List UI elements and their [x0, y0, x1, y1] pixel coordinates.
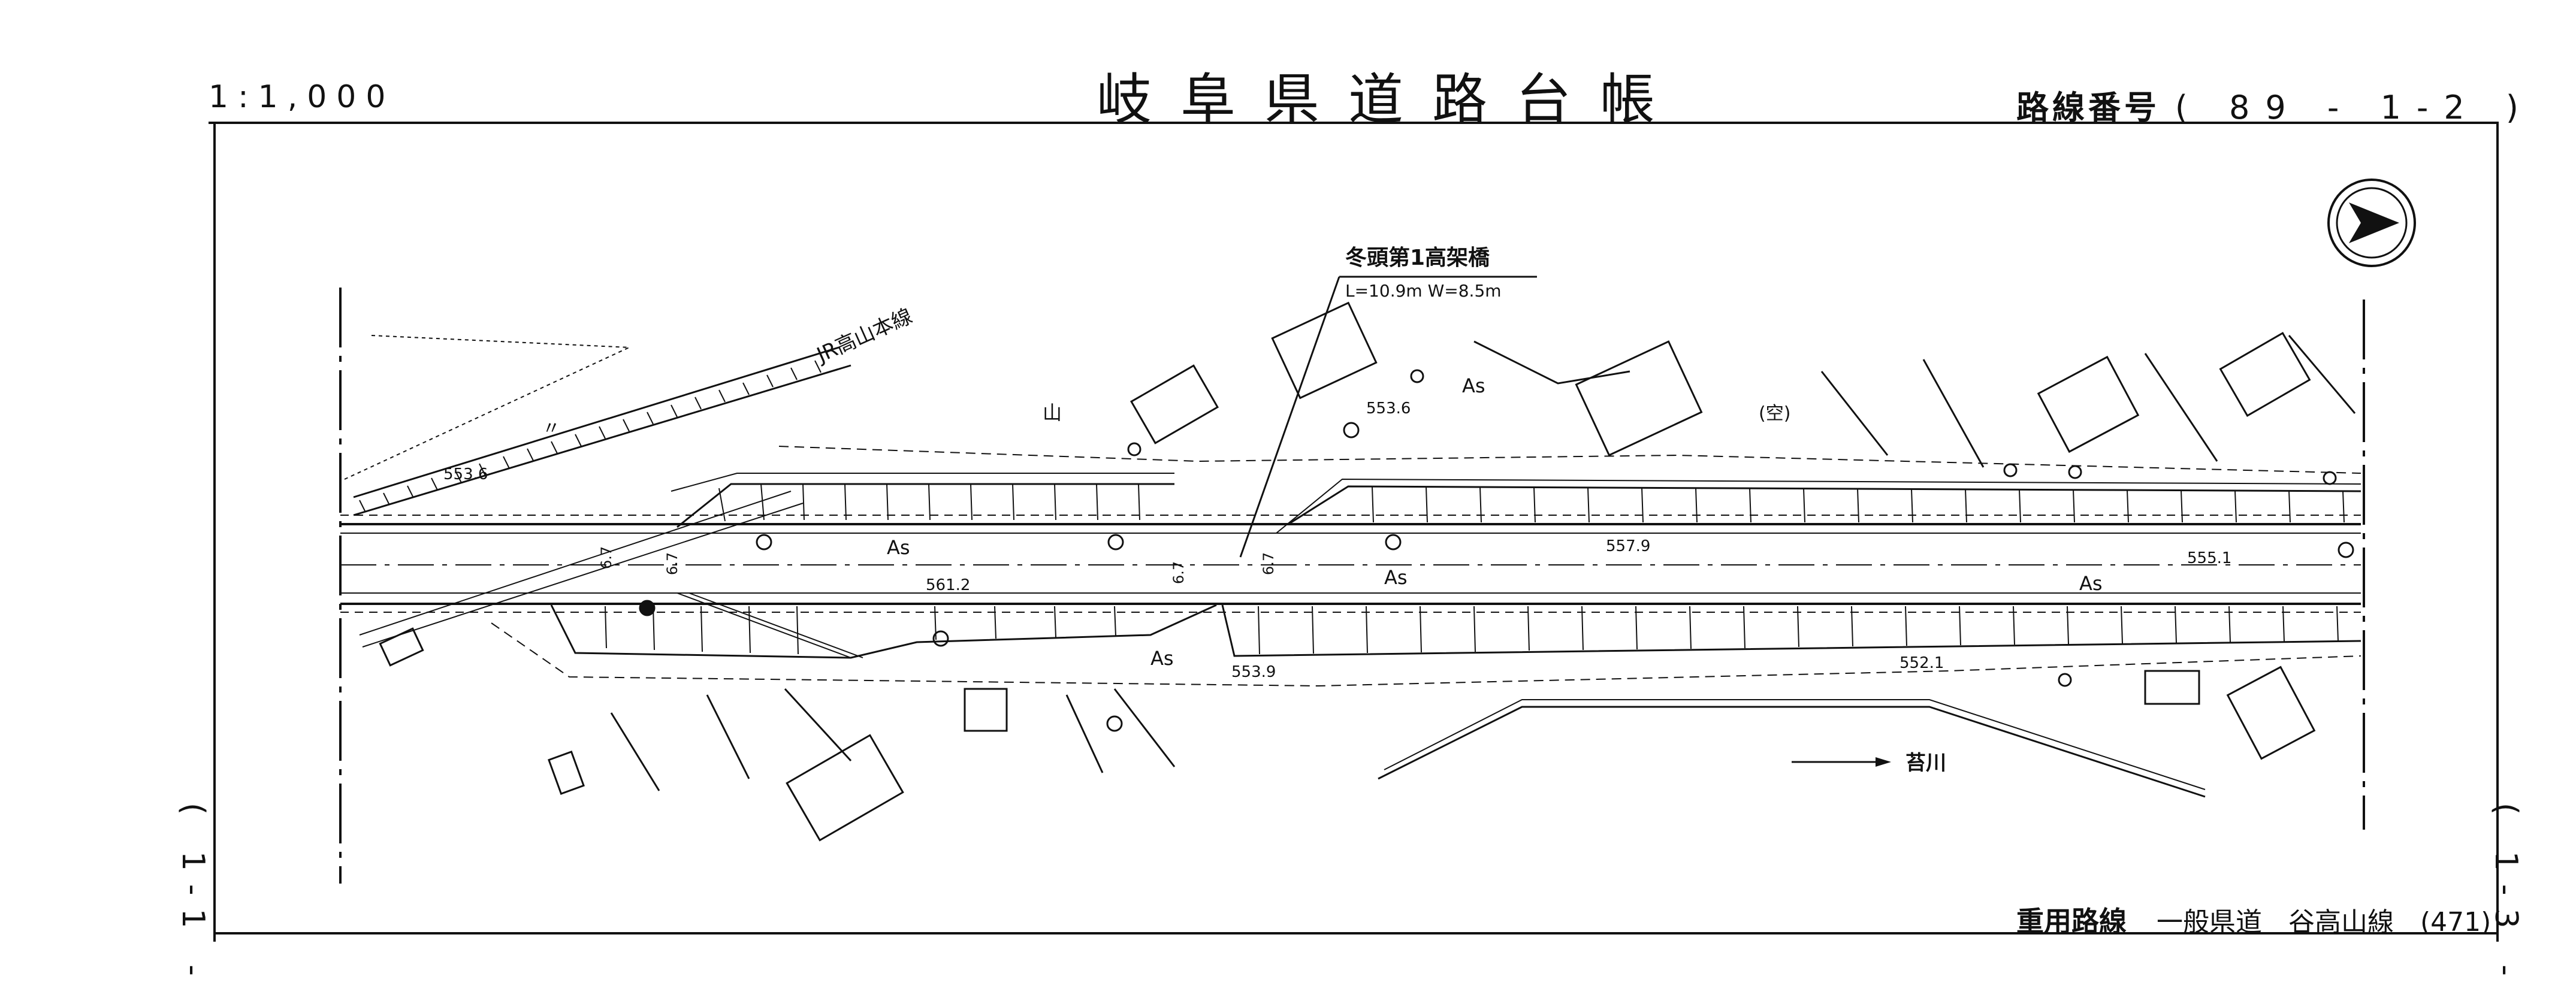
elevation-point: 553.9 [1231, 663, 1276, 681]
elevation-point: 553.6 [1366, 400, 1411, 418]
elevation-point: 555.1 [2187, 549, 2231, 567]
surface-label: As [1150, 647, 1174, 670]
route-number: 路線番号 ( 89 - 1-2 ) [2016, 81, 2534, 128]
railway [344, 335, 851, 648]
road-width: 6.7 [1260, 552, 1277, 575]
road-width: 6.7 [664, 552, 681, 575]
match-lines [339, 288, 2365, 884]
road-width: 6.7 [1170, 561, 1187, 584]
surface-label: As [887, 536, 910, 559]
route-number-label: 路線番号 [2016, 89, 2160, 126]
field-landuse-label: 〃 [542, 418, 560, 439]
river-label: 苔川 [1905, 751, 1946, 775]
elevation-point: 553.6 [443, 465, 488, 483]
railway-label: JR高山本線 [813, 304, 916, 368]
vacant-lot-label: (空) [1759, 403, 1790, 424]
elevation-point: 561.2 [926, 576, 970, 594]
route-number-value: ( 89 - 1-2 ) [2175, 89, 2535, 126]
surface-label: As [2079, 572, 2103, 595]
road-width: 6.7 [598, 546, 615, 569]
map-scale: 1:1,000 [209, 79, 395, 115]
river [1378, 699, 2206, 798]
sheet-title: 岐阜県道路台帳 [1097, 68, 1684, 132]
bridge-leader [1239, 276, 1537, 558]
road-ledger-map: 冬頭第1高架橋 L=10.9m W=8.5m JR高山本線 苔川 (空) 山 〃… [209, 122, 2499, 942]
utility-poles [639, 369, 2354, 732]
elevation-point: 557.9 [1606, 537, 1650, 555]
surface-label: As [1384, 566, 1408, 589]
bridge-name: 冬頭第1高架橋 [1345, 246, 1490, 270]
upper-embankment [671, 473, 2361, 534]
bridge-dimensions: L=10.9m W=8.5m [1345, 281, 1502, 301]
sheet-frame [209, 122, 2499, 942]
buildings [379, 301, 2356, 842]
surface-label: As [1462, 374, 1485, 397]
road-boundary [491, 446, 2361, 687]
elevation-point: 552.1 [1899, 654, 1944, 672]
main-road [340, 515, 2361, 613]
lower-embankment [550, 592, 2361, 659]
mountain-landuse-label: 山 [1043, 401, 1062, 424]
north-arrow-icon [2327, 179, 2416, 267]
